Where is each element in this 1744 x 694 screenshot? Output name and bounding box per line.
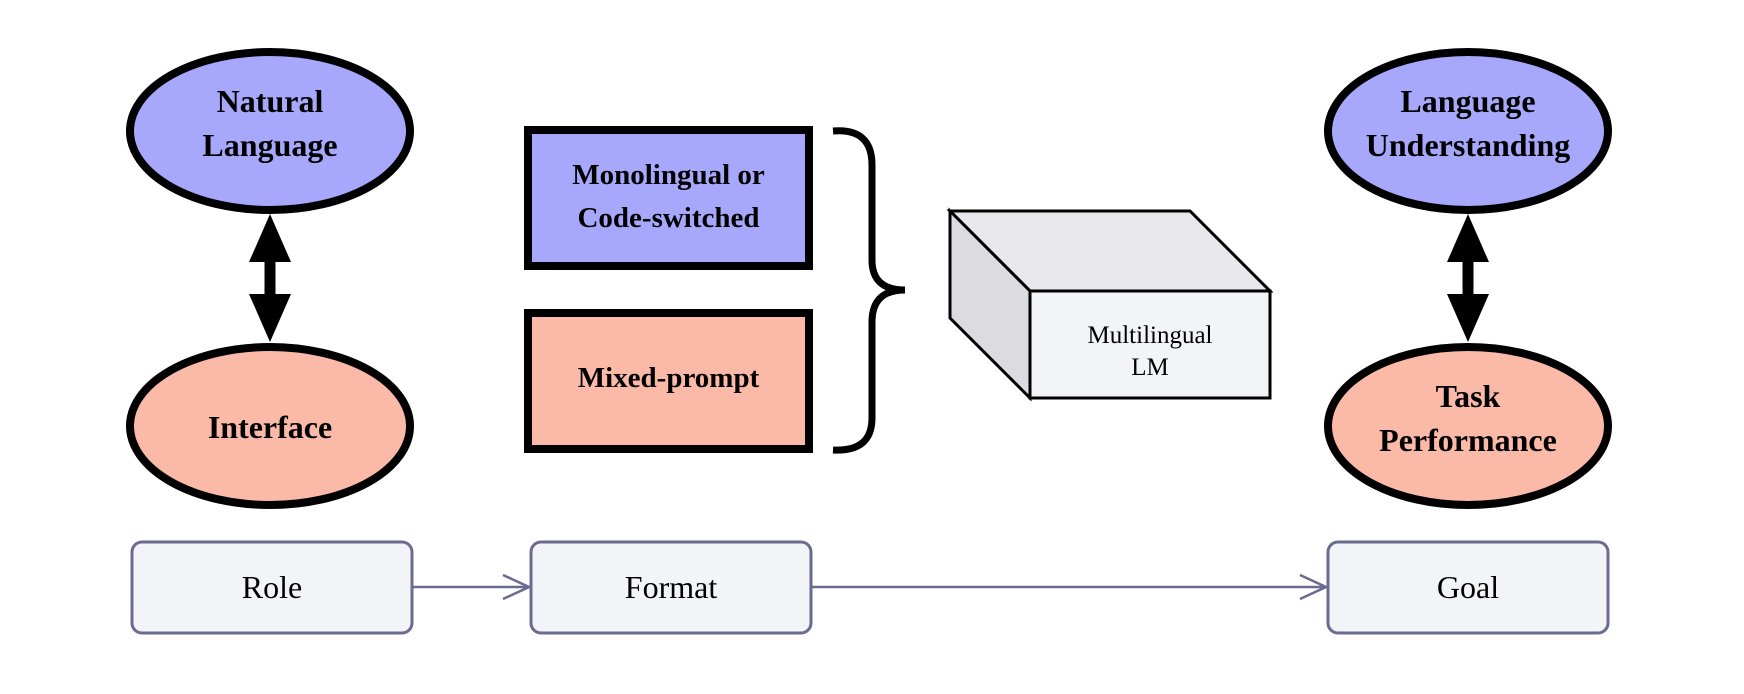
goal-label: Goal <box>1437 569 1499 605</box>
role-rect <box>130 540 414 635</box>
arrowhead-down-right <box>1447 294 1489 342</box>
cube-front-face <box>1028 289 1272 400</box>
format-rect <box>529 540 813 635</box>
task-performance-node: Task Performance <box>1324 343 1612 509</box>
mixed-prompt-label: Mixed-prompt <box>578 362 760 394</box>
natural-language-node: Natural Language <box>126 48 414 214</box>
mixed-prompt-rect <box>524 309 813 453</box>
multilingual-lm-label-line2: LM <box>1131 354 1169 381</box>
format-label: Format <box>625 569 718 605</box>
goal-box: Goal <box>1326 540 1610 635</box>
language-understanding-ellipse <box>1324 48 1612 214</box>
arrowhead-up-right <box>1447 214 1489 262</box>
curly-brace <box>832 127 906 454</box>
task-performance-label-line1: Task <box>1436 378 1501 414</box>
natural-language-ellipse <box>126 48 414 214</box>
natural-language-label-line1: Natural <box>217 83 324 119</box>
task-performance-ellipse <box>1324 343 1612 509</box>
double-arrow-left <box>249 214 291 342</box>
monolingual-node: Monolingual or Code-switched <box>524 126 813 270</box>
monolingual-rect <box>524 126 813 270</box>
multilingual-lm-label-line1: Multilingual <box>1088 322 1213 349</box>
role-box: Role <box>130 540 414 635</box>
task-performance-label-line2: Performance <box>1379 422 1557 458</box>
monolingual-label-line2: Code-switched <box>577 202 759 234</box>
multilingual-lm-cube: Multilingual LM <box>946 207 1274 402</box>
language-understanding-node: Language Understanding <box>1324 48 1612 214</box>
double-arrow-right <box>1447 214 1489 342</box>
arrowhead-up-left <box>249 214 291 262</box>
goal-rect <box>1326 540 1610 635</box>
language-understanding-label-line2: Understanding <box>1366 127 1571 163</box>
format-box: Format <box>529 540 813 635</box>
mixed-prompt-node: Mixed-prompt <box>524 309 813 453</box>
arrowhead-down-left <box>249 294 291 342</box>
interface-node: Interface <box>126 343 414 509</box>
language-understanding-label-line1: Language <box>1400 83 1535 119</box>
natural-language-label-line2: Language <box>202 127 337 163</box>
interface-ellipse <box>126 343 414 509</box>
role-label: Role <box>242 569 302 605</box>
monolingual-label-line1: Monolingual or <box>572 159 765 191</box>
interface-label: Interface <box>208 409 332 445</box>
